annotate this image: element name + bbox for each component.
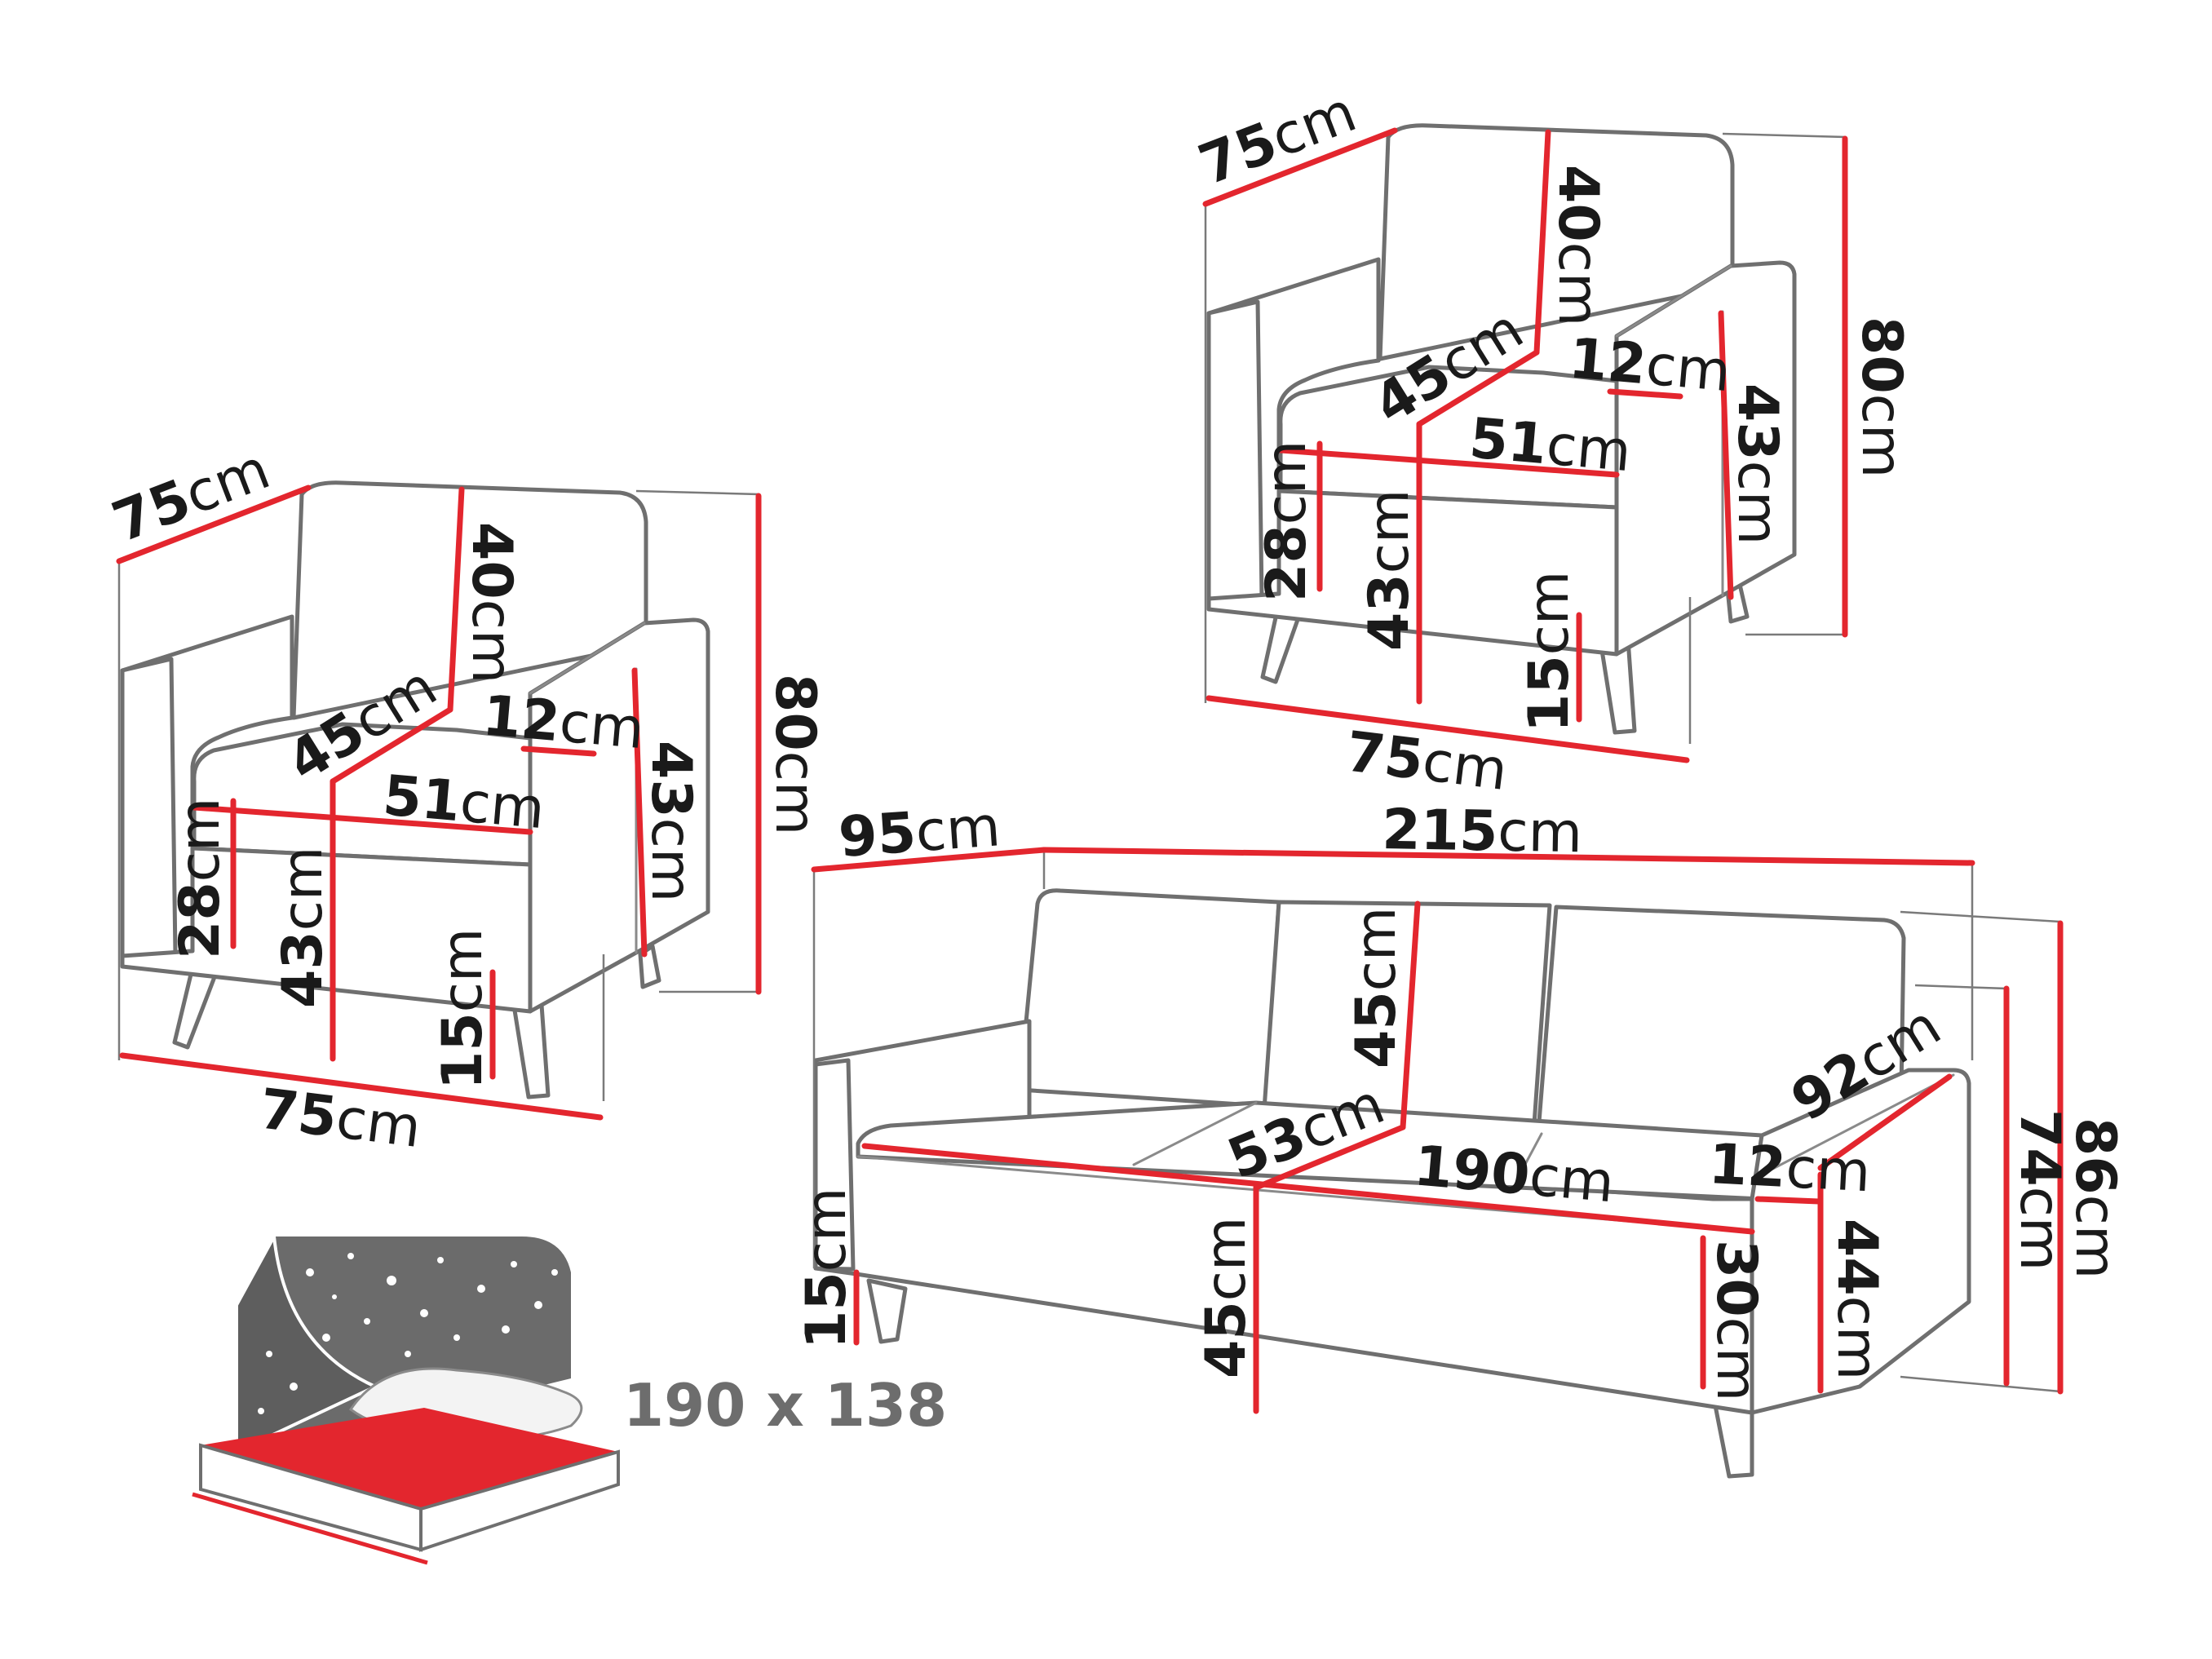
label-width: 75cm	[256, 1077, 424, 1161]
label-seat-thickness: 28cm	[1254, 440, 1319, 602]
sofa-left-arm-front	[813, 1058, 856, 1272]
chair-arm-edge	[529, 622, 646, 695]
label-seat-height: 43cm	[271, 847, 335, 1008]
dim-line-seat-width	[861, 1143, 1755, 1235]
label-arm-width: 12cm	[1707, 1132, 1872, 1205]
label-depth: 75cm	[104, 437, 278, 555]
bed-dim-arrow	[192, 1492, 428, 1565]
chair-backrest	[1378, 123, 1735, 361]
dim-line-seat-width	[1277, 447, 1620, 478]
dim-line-back-height	[447, 486, 465, 713]
label-leg-height: 15cm	[431, 928, 495, 1090]
label-total-height: 80cm	[1849, 316, 1913, 478]
sofa-drawing	[813, 888, 1971, 1479]
label-back-height: 45cm	[1344, 907, 1409, 1068]
dim-line-seat-depth	[1416, 349, 1540, 427]
bed-size-label: 190 x 138	[623, 1371, 947, 1440]
label-seat-thickness: 28cm	[168, 798, 232, 959]
label-depth: 75cm	[1191, 80, 1365, 198]
label-arm-height: 43cm	[1725, 383, 1790, 545]
chair-arm-edge	[1615, 264, 1732, 338]
label-seat-height: 45cm	[1194, 1217, 1259, 1378]
label-back-height: 40cm	[459, 522, 524, 684]
label-width: 215cm	[1382, 798, 1583, 865]
label-arm-width: 12cm	[1567, 326, 1733, 405]
label-depth: 95cm	[837, 794, 1002, 870]
sofa-right-arm	[1750, 1068, 1971, 1415]
label-seat-height: 43cm	[1357, 489, 1422, 651]
label-total-height: 80cm	[763, 674, 827, 835]
dim-line-arm-width	[520, 745, 597, 757]
mattress-side	[419, 1449, 620, 1552]
dim-line-arm-width	[1607, 388, 1683, 400]
mattress-top	[201, 1408, 618, 1509]
sofa-seat-seam	[1132, 1101, 1258, 1166]
dim-line-width	[1206, 695, 1690, 763]
dim-line-seat-width	[191, 804, 533, 835]
dim-line-seat-depth	[330, 706, 453, 785]
armchair-left-drawing	[120, 480, 710, 1099]
label-arm-height: 43cm	[639, 741, 703, 902]
dim-line-depth	[1202, 127, 1398, 207]
dim-line-arm-height	[631, 667, 648, 958]
chair-right-arm	[528, 617, 710, 1014]
dim-line-depth	[116, 484, 312, 564]
chair-right-arm	[1614, 260, 1797, 657]
label-leg-height: 15cm	[794, 1188, 859, 1349]
dim-line-arm-width	[1754, 1196, 1822, 1205]
extension-lines	[812, 850, 2062, 1393]
dim-line-back-height	[1400, 900, 1421, 1130]
chair-backrest	[291, 480, 648, 720]
label-arm-width: 12cm	[480, 684, 647, 762]
sofa-back-cushion	[1017, 888, 1281, 1108]
dim-line-arm-height	[1718, 310, 1734, 600]
dim-line-width	[119, 1052, 604, 1121]
armchair-right-drawing	[1206, 123, 1797, 735]
sofa: 95cm 215cm 45cm 92cm 53cm 190cm 12cm 15c…	[794, 794, 2127, 1479]
sofa-leg	[866, 1278, 908, 1344]
dim-line-width	[1041, 847, 1975, 866]
label-arm-height: 44cm	[1825, 1219, 1889, 1380]
label-max-height: 86cm	[2063, 1117, 2127, 1279]
dim-line-seat-depth	[1253, 1124, 1406, 1191]
label-back-height: 40cm	[1546, 165, 1610, 326]
label-seat-width: 190cm	[1412, 1134, 1617, 1215]
armchair-right: 75cm 40cm 45cm 12cm 51cm 80cm 43cm 28cm …	[1191, 80, 1913, 803]
label-seat-width: 51cm	[381, 763, 547, 842]
sofa-seat-seam	[1515, 1132, 1543, 1181]
armchair-left: 75cm 40cm 45cm 12cm 51cm 80cm 43cm 28cm …	[104, 437, 827, 1161]
label-seat-thickness: 30cm	[1704, 1240, 1768, 1401]
stars-icon	[258, 1253, 558, 1414]
label-seat-width: 51cm	[1467, 406, 1634, 484]
label-leg-height: 15cm	[1517, 571, 1582, 732]
sofa-arm-edge	[1760, 1073, 1955, 1176]
label-width: 75cm	[1343, 719, 1511, 803]
sleeping-bed-icon: 190 x 138	[192, 1231, 947, 1565]
dim-line-depth	[811, 847, 1047, 873]
label-total-height: 74cm	[2007, 1109, 2072, 1271]
dim-line-back-height	[1533, 129, 1551, 356]
dim-line-arm-depth	[1817, 1073, 1953, 1171]
